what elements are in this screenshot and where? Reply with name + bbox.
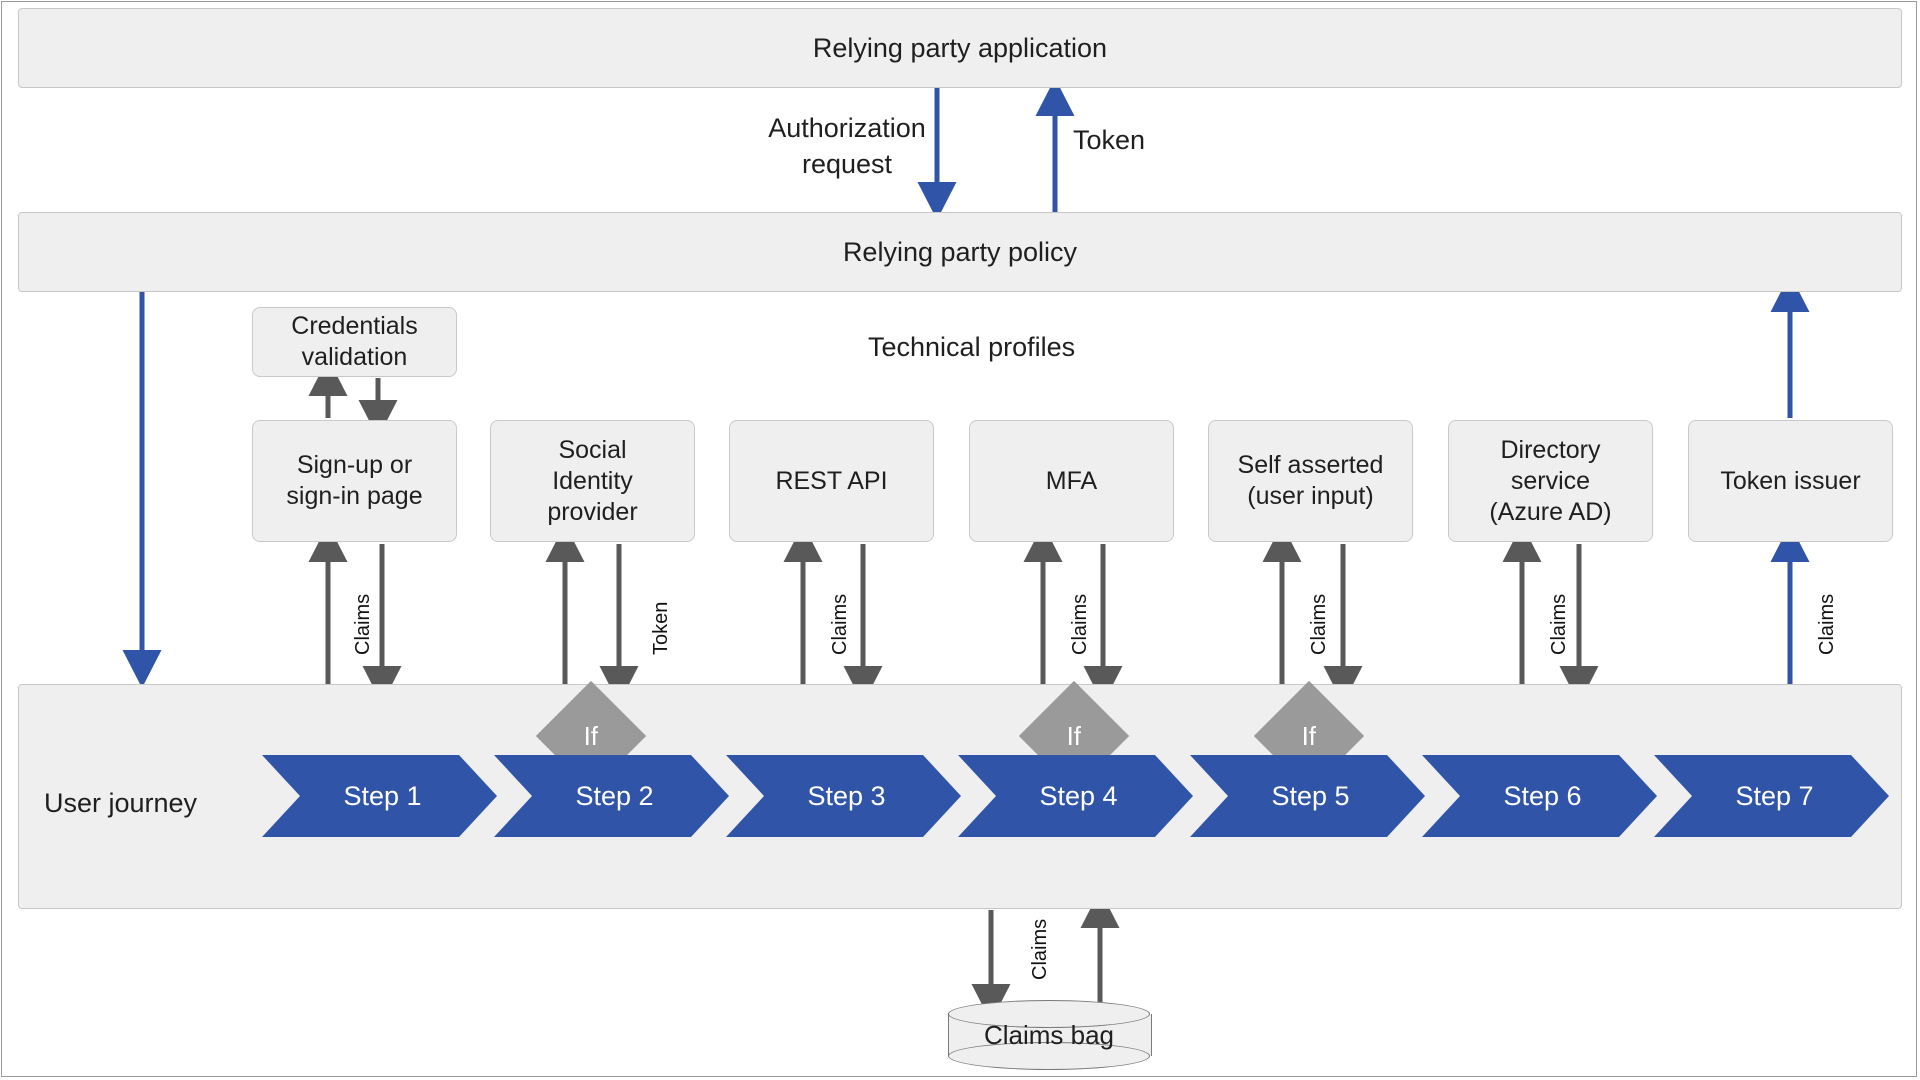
edge-label-tp-4: Claims [1069, 593, 1091, 655]
journey-step-7-label: Step 7 [1735, 780, 1814, 811]
claims-bag-top [948, 1000, 1150, 1028]
journey-step-2-label: Step 2 [575, 780, 654, 811]
tp-self-asserted-label: Self asserted(user input) [1237, 451, 1384, 510]
condition-if-step-5-label: If [1301, 720, 1317, 751]
tp-token-issuer-label: Token issuer [1720, 466, 1861, 495]
relying-party-application-band[interactable]: Relying party application [18, 8, 1902, 88]
journey-step-4-label: Step 4 [1039, 780, 1118, 811]
edge-label-tp-2: Token [650, 601, 672, 655]
tp-mfa[interactable]: MFA [969, 420, 1174, 542]
condition-if-step-4-label: If [1066, 720, 1082, 751]
relying-party-policy-band[interactable]: Relying party policy [18, 212, 1902, 292]
tp-rest-api-label: REST API [775, 466, 888, 495]
edge-label-tp-3: Claims [829, 593, 851, 655]
tp-token-issuer[interactable]: Token issuer [1688, 420, 1893, 542]
claims-bag[interactable]: Claims bag [948, 1000, 1152, 1070]
tp-rest-api[interactable]: REST API [729, 420, 934, 542]
claims-bag-bottom [948, 1042, 1150, 1070]
token-flow-label: Token [1073, 125, 1146, 155]
authorization-request-label: Authorization request [768, 113, 926, 180]
journey-step-1-label: Step 1 [343, 780, 422, 811]
relying-party-application-label: Relying party application [812, 32, 1108, 63]
claims-bag-label: Claims bag [983, 1019, 1115, 1050]
edge-label-tp-1: Claims [352, 593, 374, 655]
tp-self-asserted[interactable]: Self asserted(user input) [1208, 420, 1413, 542]
relying-party-policy-label: Relying party policy [842, 236, 1078, 267]
edge-label-claims-bag: Claims [1029, 918, 1051, 980]
condition-if-step-2-label: If [583, 720, 599, 751]
journey-step-3-label: Step 3 [807, 780, 886, 811]
edge-label-tp-7: Claims [1816, 593, 1838, 655]
tp-mfa-label: MFA [1045, 466, 1098, 495]
journey-step-6-label: Step 6 [1503, 780, 1582, 811]
edge-label-tp-6: Claims [1548, 593, 1570, 655]
technical-profiles-label: Technical profiles [868, 332, 1076, 362]
edge-label-tp-5: Claims [1308, 593, 1330, 655]
journey-step-5-label: Step 5 [1271, 780, 1350, 811]
user-journey-label: User journey [44, 788, 198, 818]
